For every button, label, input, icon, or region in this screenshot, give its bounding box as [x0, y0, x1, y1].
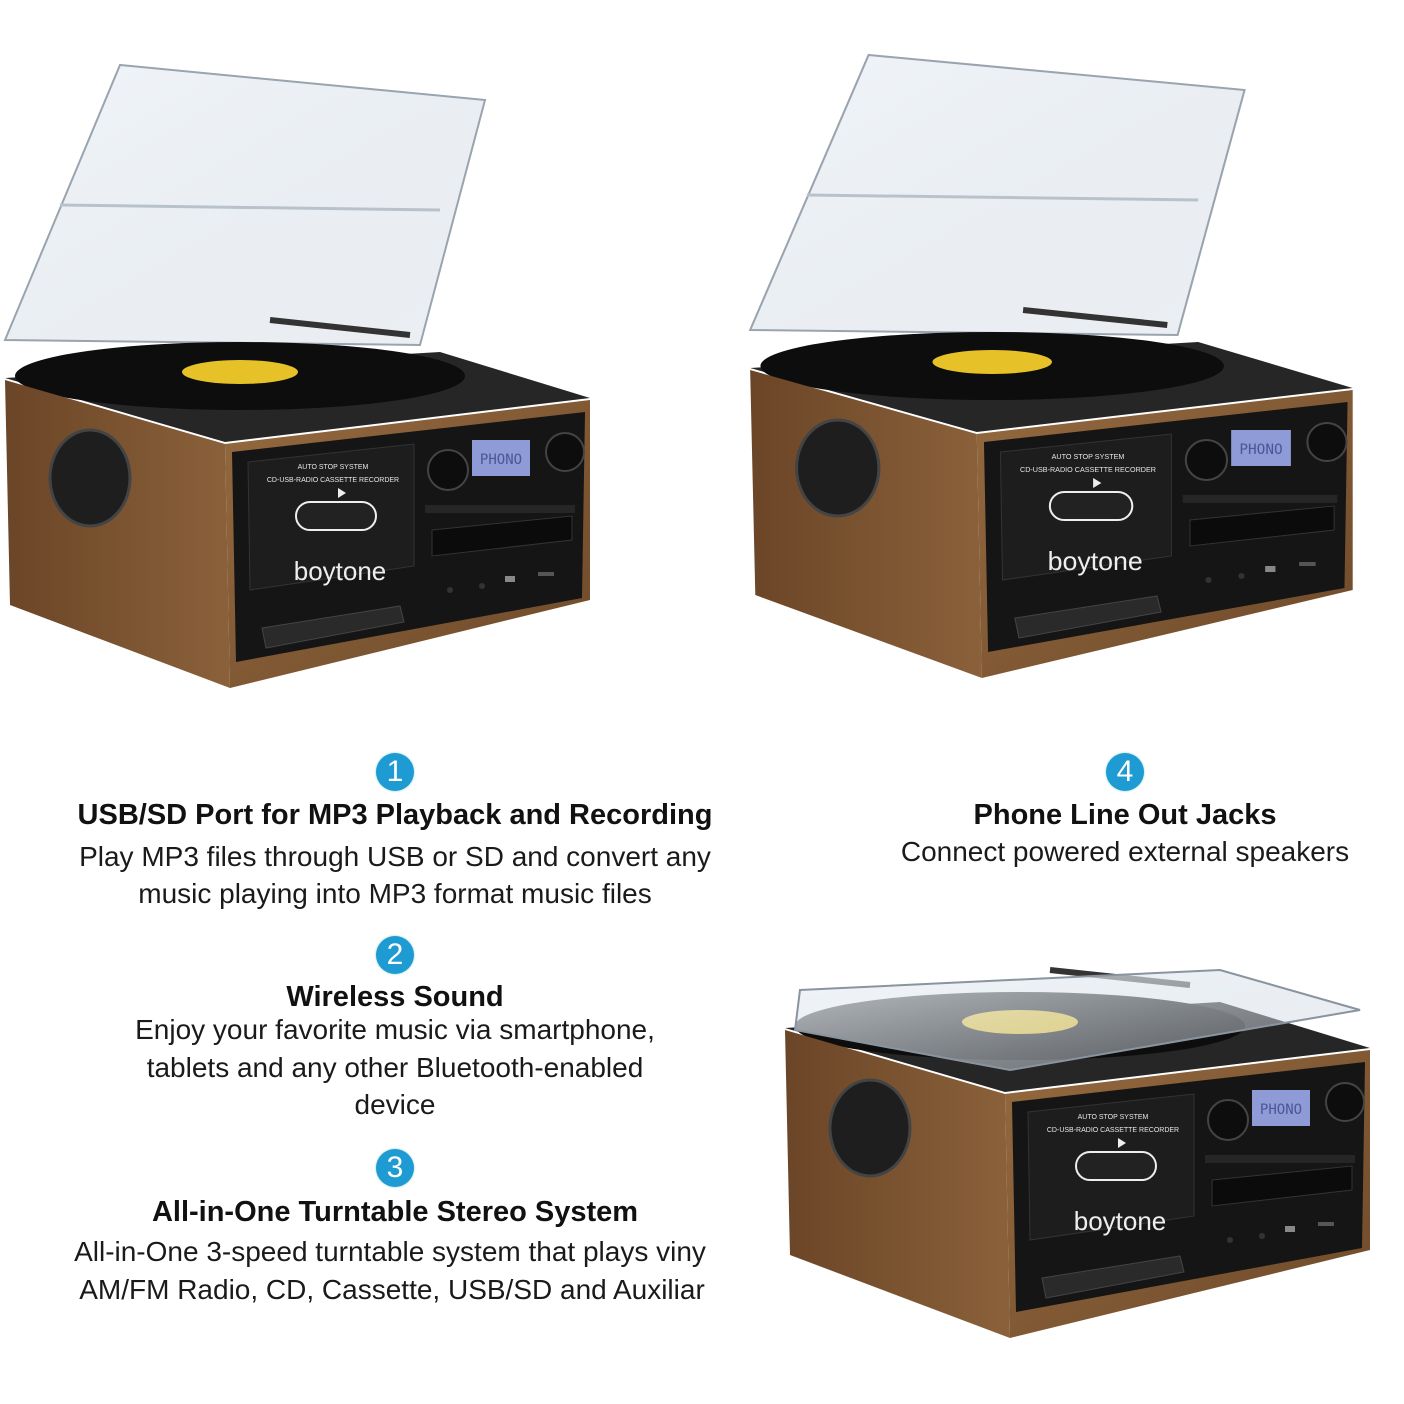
play-arrow-icon: [338, 488, 346, 498]
feature-3-title: All-in-One Turntable Stereo System: [151, 1196, 639, 1228]
cd-slot[interactable]: [1211, 1165, 1353, 1207]
feature-2-badge: 2: [376, 936, 414, 974]
usb-port[interactable]: [505, 576, 515, 582]
cassette-window: [1075, 1151, 1157, 1181]
tonearm: [269, 317, 411, 338]
speaker-grille: [48, 428, 132, 528]
recorder-label: CD-USB-RADIO CASSETTE RECORDER: [1020, 466, 1156, 474]
feature-2-line: device: [354, 1089, 436, 1120]
recorder-label: CD-USB-RADIO CASSETTE RECORDER: [1047, 1127, 1179, 1134]
aux-jack[interactable]: [479, 583, 485, 589]
lcd-display: [1252, 1090, 1310, 1126]
feature-2-line: Enjoy your favorite music via smartphone…: [135, 1014, 655, 1045]
feature-4-badge: 4: [1106, 753, 1144, 791]
auto-stop-label: AUTO STOP SYSTEM: [298, 464, 369, 471]
sd-slot[interactable]: [538, 572, 554, 576]
tuning-knob[interactable]: [545, 432, 585, 472]
turntable-closed-lid: AUTO STOP SYSTEM CD-USB-RADIO CASSETTE R…: [785, 967, 1370, 1338]
sd-slot[interactable]: [1318, 1222, 1334, 1226]
brand-logo: boytone: [1048, 546, 1143, 576]
turntable-open-lid-left: AUTO STOP SYSTEM CD-USB-RADIO CASSETTE R…: [3, 63, 590, 688]
lcd-display: [472, 440, 530, 476]
feature-4-line: Connect powered external speakers: [900, 836, 1350, 867]
auto-stop-label: AUTO STOP SYSTEM: [1078, 1114, 1149, 1121]
headphone-jack[interactable]: [1227, 1237, 1233, 1243]
aux-jack[interactable]: [1259, 1233, 1265, 1239]
dust-cover-closed: [793, 968, 1361, 1072]
feature-3-badge: 3: [376, 1149, 414, 1187]
recorder-label: CD-USB-RADIO CASSETTE RECORDER: [267, 477, 399, 484]
tuning-knob[interactable]: [1325, 1082, 1365, 1122]
tuning-knob[interactable]: [1306, 422, 1348, 462]
feature-2-title: Wireless Sound: [286, 981, 504, 1013]
cd-slot[interactable]: [431, 515, 573, 557]
play-arrow-icon: [1093, 478, 1102, 488]
feature-2-line: tablets and any other Bluetooth-enabled: [146, 1052, 644, 1083]
headphone-jack[interactable]: [1205, 577, 1212, 583]
feature-1-title: USB/SD Port for MP3 Playback and Recordi…: [77, 799, 713, 831]
volume-knob[interactable]: [1184, 439, 1229, 481]
display-text: PHONO: [480, 452, 522, 468]
sd-slot[interactable]: [1299, 562, 1316, 566]
feature-3-line: AM/FM Radio, CD, Cassette, USB/SD and Au…: [79, 1274, 705, 1305]
feature-1-badge: 1: [376, 753, 414, 791]
lcd-display: [1231, 430, 1291, 466]
auto-stop-label: AUTO STOP SYSTEM: [1052, 453, 1125, 461]
cassette-keys[interactable]: [261, 605, 405, 649]
play-arrow-icon: [1118, 1138, 1126, 1148]
volume-knob[interactable]: [1207, 1099, 1249, 1141]
dust-cover-ridge: [59, 203, 441, 212]
aux-jack[interactable]: [1238, 573, 1245, 579]
button-row[interactable]: [425, 505, 575, 513]
features-left: 1 USB/SD Port for MP3 Playback and Recor…: [74, 753, 713, 1305]
brand-logo: boytone: [1074, 1206, 1167, 1236]
cassette-window: [1048, 491, 1134, 521]
feature-1-line: Play MP3 files through USB or SD and con…: [79, 841, 711, 872]
usb-port[interactable]: [1265, 566, 1276, 572]
turntable-open-lid-right: AUTO STOP SYSTEM CD-USB-RADIO CASSETTE R…: [748, 53, 1353, 678]
cassette-keys[interactable]: [1014, 595, 1162, 639]
feature-3-line: All-in-One 3-speed turntable system that…: [74, 1236, 706, 1267]
speaker-grille: [828, 1078, 912, 1178]
cd-slot[interactable]: [1189, 505, 1335, 547]
dust-cover-ridge: [806, 193, 1199, 202]
cassette-keys[interactable]: [1041, 1255, 1185, 1299]
button-row[interactable]: [1182, 495, 1338, 503]
display-text: PHONO: [1260, 1102, 1302, 1118]
display-text: PHONO: [1239, 442, 1282, 458]
cassette-window: [295, 501, 377, 531]
brand-logo: boytone: [294, 556, 387, 586]
button-row[interactable]: [1205, 1155, 1355, 1163]
record-label: [182, 360, 298, 384]
feature-1-line: music playing into MP3 format music file…: [138, 878, 652, 909]
record-label: [932, 350, 1052, 374]
headphone-jack[interactable]: [447, 587, 453, 593]
volume-knob[interactable]: [427, 449, 469, 491]
tonearm: [1022, 307, 1168, 328]
usb-port[interactable]: [1285, 1226, 1295, 1232]
speaker-grille: [794, 418, 881, 518]
feature-4-title: Phone Line Out Jacks: [973, 799, 1277, 831]
